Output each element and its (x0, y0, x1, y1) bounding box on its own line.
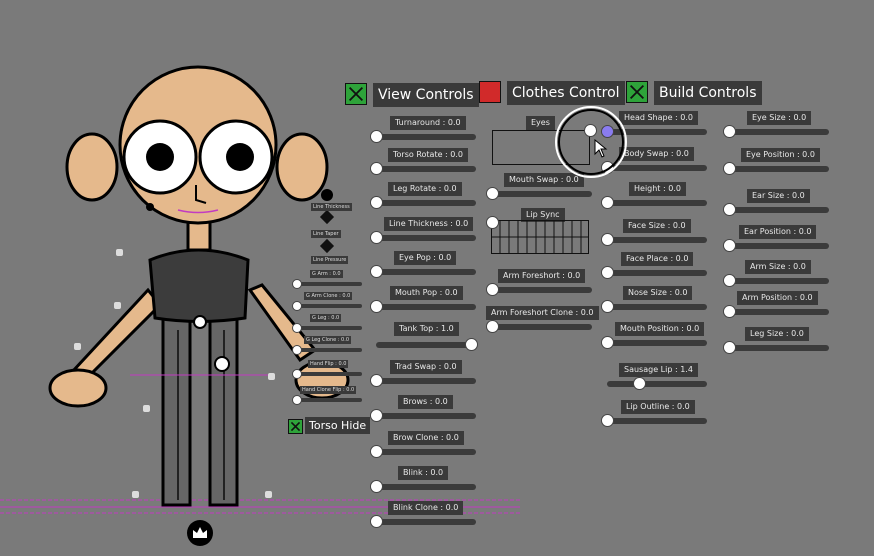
rig-small-slider[interactable]: G Leg : 0.0 (292, 314, 364, 334)
eyes-pad-knob[interactable] (584, 124, 597, 137)
rig-handle[interactable] (114, 302, 121, 309)
lip-sync-grid[interactable] (491, 220, 589, 254)
eyes-label: Eyes (526, 116, 555, 130)
slider-face-size[interactable]: Face Size : 0.0 (601, 219, 711, 249)
slider-mouth-swap[interactable]: Mouth Swap : 0.0 (486, 173, 596, 203)
torso-hide-label: Torso Hide (305, 417, 371, 434)
slider-lip-outline[interactable]: Lip Outline : 0.0 (601, 400, 711, 430)
mouse-pointer-icon (594, 139, 608, 158)
x-mark-icon (348, 86, 364, 102)
slider-nose-size[interactable]: Nose Size : 0.0 (601, 286, 711, 316)
eyes-pad[interactable] (492, 130, 590, 165)
slider-eye-position[interactable]: Eye Position : 0.0 (723, 148, 833, 178)
slider-arm-position[interactable]: Arm Position : 0.0 (723, 291, 833, 321)
slider-brows[interactable]: Brows : 0.0 (370, 395, 480, 425)
rig-mini-label: Line Pressure (311, 256, 349, 264)
slider-arm-foreshort-clone[interactable]: Arm Foreshort Clone : 0.0 (486, 306, 599, 336)
slider-blink[interactable]: Blink : 0.0 (370, 466, 480, 496)
slider-ear-size[interactable]: Ear Size : 0.0 (723, 189, 833, 219)
rig-handle[interactable] (265, 491, 272, 498)
clothes-control-tab[interactable]: Clothes Control (507, 81, 625, 105)
x-mark-icon (629, 84, 645, 100)
slider-ear-position[interactable]: Ear Position : 0.0 (723, 225, 833, 255)
rig-small-slider[interactable]: G Arm Clone : 0.0 (292, 292, 364, 312)
rig-small-slider[interactable]: G Arm : 0.0 (292, 270, 364, 290)
lip-sync-label: Lip Sync (521, 208, 565, 222)
slider-leg-size[interactable]: Leg Size : 0.0 (723, 327, 833, 357)
build-controls-checkbox[interactable] (626, 81, 648, 103)
view-controls-checkbox[interactable] (345, 83, 367, 105)
slider-mouth-pop[interactable]: Mouth Pop : 0.0 (370, 286, 480, 316)
rig-small-slider[interactable]: Hand Flip : 0.0 (292, 360, 364, 380)
character-rig (0, 65, 520, 546)
slider-trad-swap[interactable]: Trad Swap : 0.0 (370, 360, 480, 390)
slider-height[interactable]: Height : 0.0 (601, 182, 711, 212)
slider-arm-size[interactable]: Arm Size : 0.0 (723, 260, 833, 290)
slider-blink-clone[interactable]: Blink Clone : 0.0 (370, 501, 480, 531)
rig-handle[interactable] (116, 249, 123, 256)
rig-handle[interactable] (74, 343, 81, 350)
slider-brow-clone[interactable]: Brow Clone : 0.0 (370, 431, 480, 461)
view-controls-tab[interactable]: View Controls (373, 83, 479, 107)
slider-tank-top[interactable]: Tank Top : 1.0 (370, 322, 480, 352)
clothes-control-checkbox[interactable] (479, 81, 501, 103)
x-mark-icon (290, 421, 301, 432)
lip-sync-knob[interactable] (486, 216, 499, 229)
build-controls-tab[interactable]: Build Controls (654, 81, 762, 105)
slider-eye-pop[interactable]: Eye Pop : 0.0 (370, 251, 480, 281)
rig-handle[interactable] (132, 491, 139, 498)
slider-eye-size[interactable]: Eye Size : 0.0 (723, 111, 833, 141)
slider-leg-rotate[interactable]: Leg Rotate : 0.0 (370, 182, 480, 212)
rig-small-slider[interactable]: Hand Clone Flip : 0.0 (292, 386, 364, 406)
slider-face-place[interactable]: Face Place : 0.0 (601, 252, 711, 282)
slider-sausage-lip[interactable]: Sausage Lip : 1.4 (601, 363, 711, 393)
slider-turnaround[interactable]: Turnaround : 0.0 (370, 116, 480, 146)
rig-handle[interactable] (268, 373, 275, 380)
rig-mini-label: Line Taper (311, 230, 341, 238)
slider-arm-foreshort[interactable]: Arm Foreshort : 0.0 (486, 269, 596, 299)
slider-head-shape[interactable]: Head Shape : 0.0 (601, 111, 711, 141)
slider-line-thickness[interactable]: Line Thickness : 0.0 (370, 217, 480, 247)
slider-mouth-position[interactable]: Mouth Position : 0.0 (601, 322, 711, 352)
torso-hide-checkbox[interactable] (288, 419, 303, 434)
slider-body-swap[interactable]: Body Swap : 0.0 (601, 147, 711, 177)
rig-small-slider[interactable]: G Leg Clone : 0.0 (292, 336, 364, 356)
cursor-highlight (555, 106, 627, 178)
slider-torso-rotate[interactable]: Torso Rotate : 0.0 (370, 148, 480, 178)
rig-handle[interactable] (143, 405, 150, 412)
rig-mini-label: Line Thickness (311, 203, 352, 211)
